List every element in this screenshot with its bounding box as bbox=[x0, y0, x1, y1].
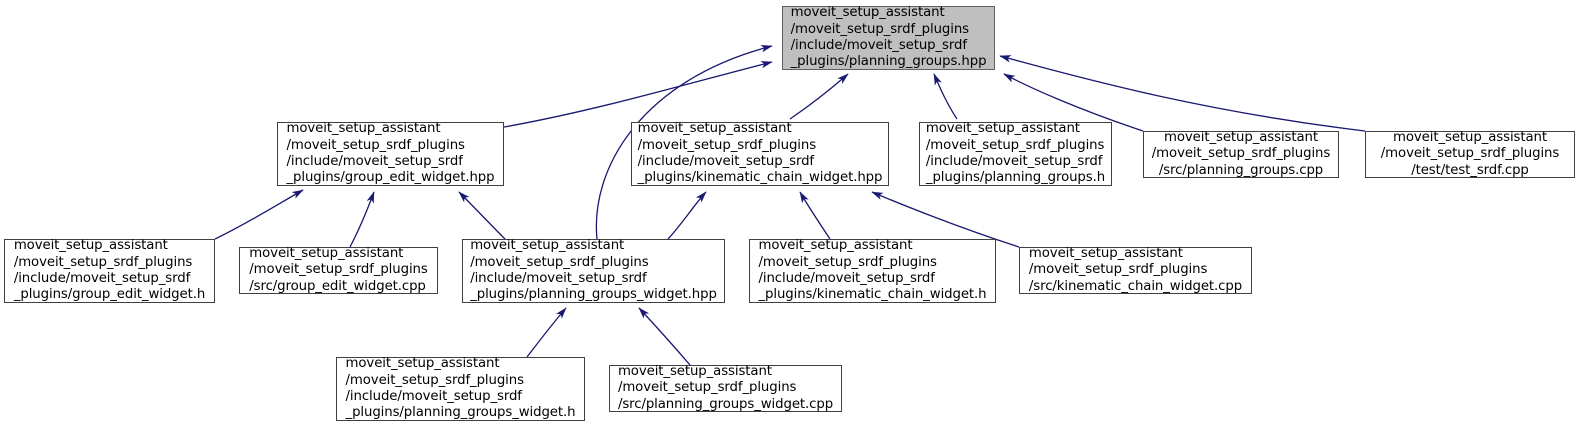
node-planning_groups_h[interactable]: moveit_setup_assistant /moveit_setup_srd… bbox=[919, 121, 1112, 186]
node-planning_groups_widget_hpp[interactable]: moveit_setup_assistant /moveit_setup_srd… bbox=[462, 238, 725, 303]
node-group_edit_widget_cpp[interactable]: moveit_setup_assistant /moveit_setup_srd… bbox=[239, 245, 438, 294]
node-planning_groups_cpp[interactable]: moveit_setup_assistant /moveit_setup_srd… bbox=[1143, 129, 1339, 178]
node-label: moveit_setup_assistant /moveit_setup_srd… bbox=[1380, 129, 1560, 178]
node-label: moveit_setup_assistant /moveit_setup_srd… bbox=[637, 121, 883, 186]
node-planning_groups_hpp[interactable]: moveit_setup_assistant /moveit_setup_srd… bbox=[782, 5, 995, 70]
edge-planning_groups_h-to-planning_groups_hpp bbox=[933, 73, 958, 120]
node-label: moveit_setup_assistant /moveit_setup_srd… bbox=[617, 363, 834, 412]
edge-planning_groups_widget_h-to-planning_groups_widget_hpp bbox=[526, 307, 567, 358]
edge-test_srdf_cpp-to-planning_groups_hpp bbox=[999, 55, 1366, 132]
node-test_srdf_cpp[interactable]: moveit_setup_assistant /moveit_setup_srd… bbox=[1365, 129, 1575, 178]
edge-kinematic_chain_widget_h-to-kinematic_chain_widget_hpp bbox=[799, 191, 831, 240]
node-label: moveit_setup_assistant /moveit_setup_srd… bbox=[249, 245, 428, 294]
node-label: moveit_setup_assistant /moveit_setup_srd… bbox=[790, 5, 987, 70]
edge-group_edit_widget_hpp-to-planning_groups_hpp bbox=[503, 60, 773, 128]
node-label: moveit_setup_assistant /moveit_setup_srd… bbox=[286, 121, 495, 186]
node-label: moveit_setup_assistant /moveit_setup_srd… bbox=[13, 238, 206, 303]
node-label: moveit_setup_assistant /moveit_setup_srd… bbox=[1151, 129, 1331, 178]
edge-group bbox=[214, 45, 1366, 366]
edge-planning_groups_widget_hpp-to-group_edit_widget_hpp bbox=[458, 191, 506, 240]
node-label: moveit_setup_assistant /moveit_setup_srd… bbox=[1028, 245, 1243, 294]
node-kinematic_chain_widget_hpp[interactable]: moveit_setup_assistant /moveit_setup_srd… bbox=[631, 121, 889, 186]
node-label: moveit_setup_assistant /moveit_setup_srd… bbox=[758, 238, 987, 303]
node-kinematic_chain_widget_cpp[interactable]: moveit_setup_assistant /moveit_setup_srd… bbox=[1019, 245, 1252, 294]
node-label: moveit_setup_assistant /moveit_setup_srd… bbox=[925, 121, 1106, 186]
node-group_edit_widget_h[interactable]: moveit_setup_assistant /moveit_setup_srd… bbox=[4, 238, 215, 303]
node-label: moveit_setup_assistant /moveit_setup_srd… bbox=[470, 238, 717, 303]
edge-group_edit_widget_cpp-to-group_edit_widget_hpp bbox=[349, 191, 375, 248]
node-planning_groups_widget_h[interactable]: moveit_setup_assistant /moveit_setup_srd… bbox=[336, 356, 585, 421]
edge-group_edit_widget_h-to-group_edit_widget_hpp bbox=[214, 189, 304, 240]
edge-planning_groups_widget_hpp-to-kinematic_chain_widget_hpp bbox=[667, 191, 707, 240]
node-kinematic_chain_widget_h[interactable]: moveit_setup_assistant /moveit_setup_srd… bbox=[749, 238, 996, 303]
node-group_edit_widget_hpp[interactable]: moveit_setup_assistant /moveit_setup_srd… bbox=[277, 121, 504, 186]
node-label: moveit_setup_assistant /moveit_setup_srd… bbox=[345, 356, 576, 421]
node-planning_groups_widget_cpp[interactable]: moveit_setup_assistant /moveit_setup_srd… bbox=[609, 363, 842, 412]
edge-kinematic_chain_widget_hpp-to-planning_groups_hpp bbox=[789, 73, 849, 120]
edge-planning_groups_widget_cpp-to-planning_groups_widget_hpp bbox=[638, 307, 691, 366]
